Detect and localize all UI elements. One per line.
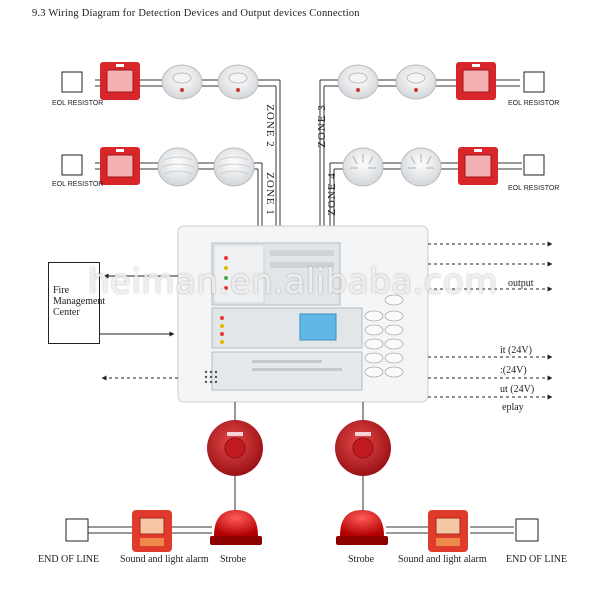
end-of-line-box-right <box>515 518 539 542</box>
smoke-detector-icon <box>161 64 203 100</box>
manual-call-points <box>100 62 498 185</box>
smoke-detector-icon <box>157 147 199 187</box>
sound-light-alarm-icon <box>132 510 172 552</box>
watermark: heiman.en.alibaba.com <box>88 262 498 302</box>
relay-label: eplay <box>502 402 524 413</box>
fmc-connections <box>100 273 178 381</box>
smoke-detector-icon <box>337 64 379 100</box>
eol-label: EOL RESISTOR <box>52 100 104 107</box>
output-arrows <box>428 241 553 400</box>
smoke-detector-icon <box>217 64 259 100</box>
eol-label: EOL RESISTOR <box>508 185 560 192</box>
end-of-line-label: END OF LINE <box>38 554 100 565</box>
eol-label: EOL RESISTOR <box>52 181 104 188</box>
zone-1-label: ZONE 1 <box>263 172 276 216</box>
strobe-label: Strobe <box>348 554 375 565</box>
output-label: output <box>508 278 534 289</box>
fmc-label: Fire Management Center <box>53 285 106 318</box>
end-of-line-box-left <box>65 518 89 542</box>
zone-4-label: ZONE 4 <box>325 172 338 216</box>
detectors <box>157 64 442 187</box>
alarm-bell-icon <box>207 420 263 476</box>
fire-management-center: Fire Management Center <box>48 262 105 344</box>
heat-detector-icon <box>342 147 384 187</box>
bottom-wires <box>88 402 514 534</box>
call-point-z1 <box>100 147 140 185</box>
diagram-title: 9.3 Wiring Diagram for Detection Devices… <box>32 8 360 19</box>
output-24v-label: it (24V) <box>500 345 532 356</box>
call-point-z3 <box>456 62 496 100</box>
sound-light-alarm-icon <box>428 510 468 552</box>
call-point-z2 <box>100 62 140 100</box>
eol-resistor-z3 <box>523 71 545 93</box>
zone-3-label: ZONE 3 <box>315 104 328 148</box>
alarm-bell-icon <box>335 420 391 476</box>
sound-light-alarm-label: Sound and light alarm <box>398 554 487 565</box>
zone-2-label: ZONE 2 <box>263 104 276 148</box>
output-24v-label: ut (24V) <box>500 384 535 395</box>
smoke-detector-icon <box>395 64 437 100</box>
end-of-line-label: END OF LINE <box>506 554 568 565</box>
sound-light-alarm-label: Sound and light alarm <box>120 554 209 565</box>
strobe-icon <box>210 510 262 545</box>
heat-detector-icon <box>400 147 442 187</box>
call-point-z4 <box>458 147 498 185</box>
strobe-icon <box>336 510 388 545</box>
eol-resistor-z1 <box>61 154 83 176</box>
zone-wires <box>95 79 522 226</box>
smoke-detector-icon <box>213 147 255 187</box>
strobe-label: Strobe <box>220 554 247 565</box>
panel-display <box>299 313 337 341</box>
eol-resistor-z4 <box>523 154 545 176</box>
output-24v-label: :(24V) <box>500 365 527 376</box>
eol-label: EOL RESISTOR <box>508 100 560 107</box>
fire-alarm-control-panel <box>177 225 429 403</box>
eol-resistor-z2 <box>61 71 83 93</box>
eol-resistor-boxes <box>61 71 545 176</box>
